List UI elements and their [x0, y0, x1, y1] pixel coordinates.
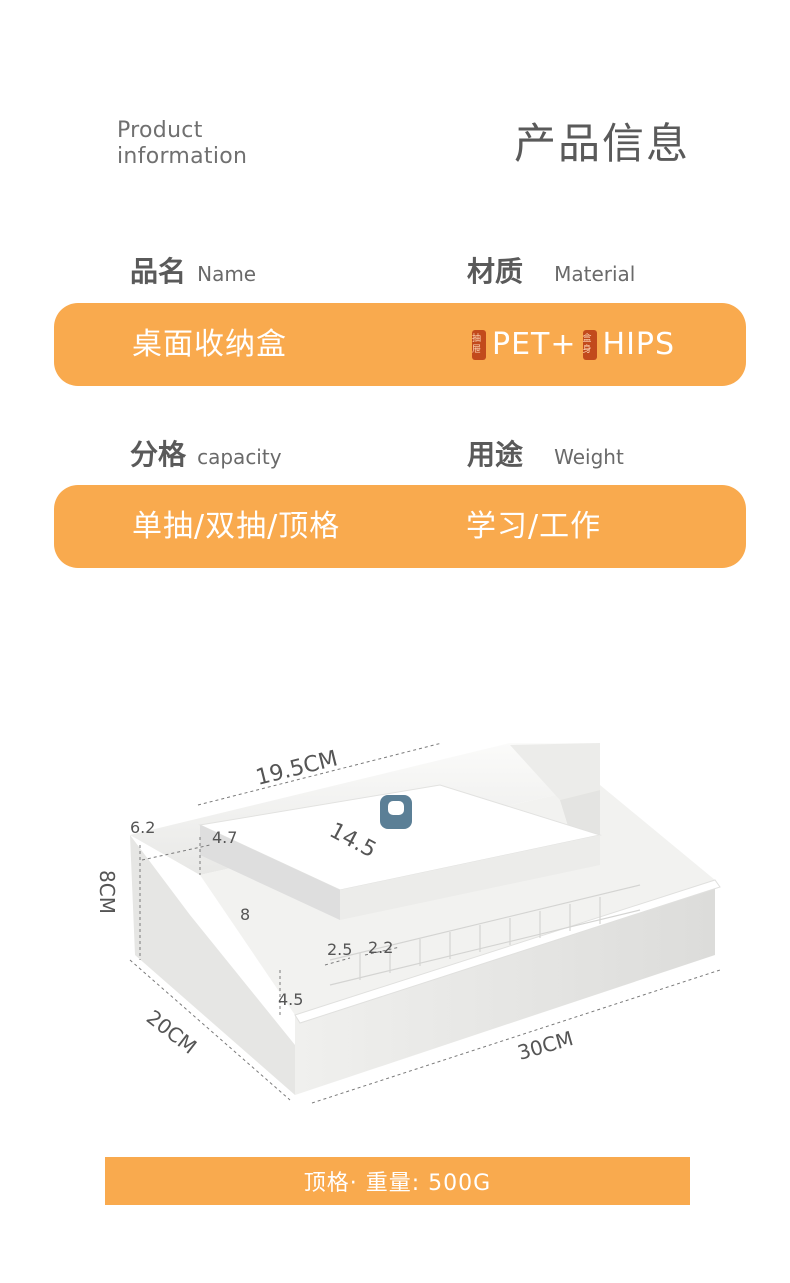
knob-hole: [388, 801, 404, 815]
weight-bar: 顶格· 重量: 500G: [105, 1157, 690, 1205]
info-bar-2: [54, 485, 746, 568]
label-capacity: 分格 capacity: [130, 437, 282, 473]
label-name-en: Name: [197, 262, 257, 286]
dim-depth: 20CM: [142, 1005, 201, 1059]
page-title: 产品信息: [514, 119, 691, 168]
dim-cell-c: 4.5: [278, 990, 303, 1009]
product-dimension-diagram: 19.5CM 14.5 8CM 6.2 4.7 8 2.5 2.2 4.5 20…: [95, 742, 721, 1104]
dim-left-small-mid: 4.7: [212, 828, 237, 847]
value-usage: 学习/工作: [466, 509, 602, 544]
front-face: [295, 880, 715, 1095]
dim-left-small-top: 6.2: [130, 818, 155, 837]
material-part2: HIPS: [602, 327, 676, 362]
dim-width-top: 19.5CM: [253, 746, 340, 790]
label-capacity-cn: 分格: [130, 438, 187, 471]
label-material-en: Material: [554, 262, 636, 286]
label-usage-en: Weight: [554, 445, 624, 469]
header-english: Product information: [117, 118, 247, 170]
label-capacity-en: capacity: [197, 445, 282, 469]
tray-front: [340, 835, 600, 920]
material-part1: PET+: [492, 327, 577, 362]
value-material: 抽屉 PET+ 盒身 HIPS: [472, 325, 675, 365]
dim-cell-a: 2.5: [327, 940, 352, 959]
top-tray: [198, 784, 602, 920]
tray-side: [200, 825, 340, 920]
weight-text: 顶格· 重量: 500G: [303, 1171, 492, 1196]
label-name: 品名 Name: [130, 254, 256, 290]
header-en-line2: information: [117, 144, 248, 169]
dim-height: 8CM: [95, 870, 119, 914]
dimension-lines: [129, 742, 721, 1104]
value-capacity: 单抽/双抽/顶格: [132, 509, 341, 544]
dim-inner-height: 8: [240, 905, 250, 924]
drawer-badge: 抽屉: [472, 330, 486, 360]
left-side: [130, 835, 295, 1095]
label-usage: 用途 Weight: [467, 437, 624, 473]
right-compartment: [510, 743, 600, 800]
label-material-cn: 材质: [467, 255, 524, 288]
body-badge: 盒身: [582, 330, 597, 360]
dim-length: 30CM: [515, 1026, 576, 1065]
dim-cell-b: 2.2: [368, 938, 393, 957]
value-name: 桌面收纳盒: [132, 327, 287, 362]
small-compartments: [329, 884, 641, 986]
label-name-cn: 品名: [130, 255, 187, 288]
label-usage-cn: 用途: [467, 438, 524, 471]
label-material: 材质 Material: [467, 254, 635, 290]
header-en-line1: Product: [117, 118, 203, 143]
info-bar-1: [54, 303, 746, 386]
